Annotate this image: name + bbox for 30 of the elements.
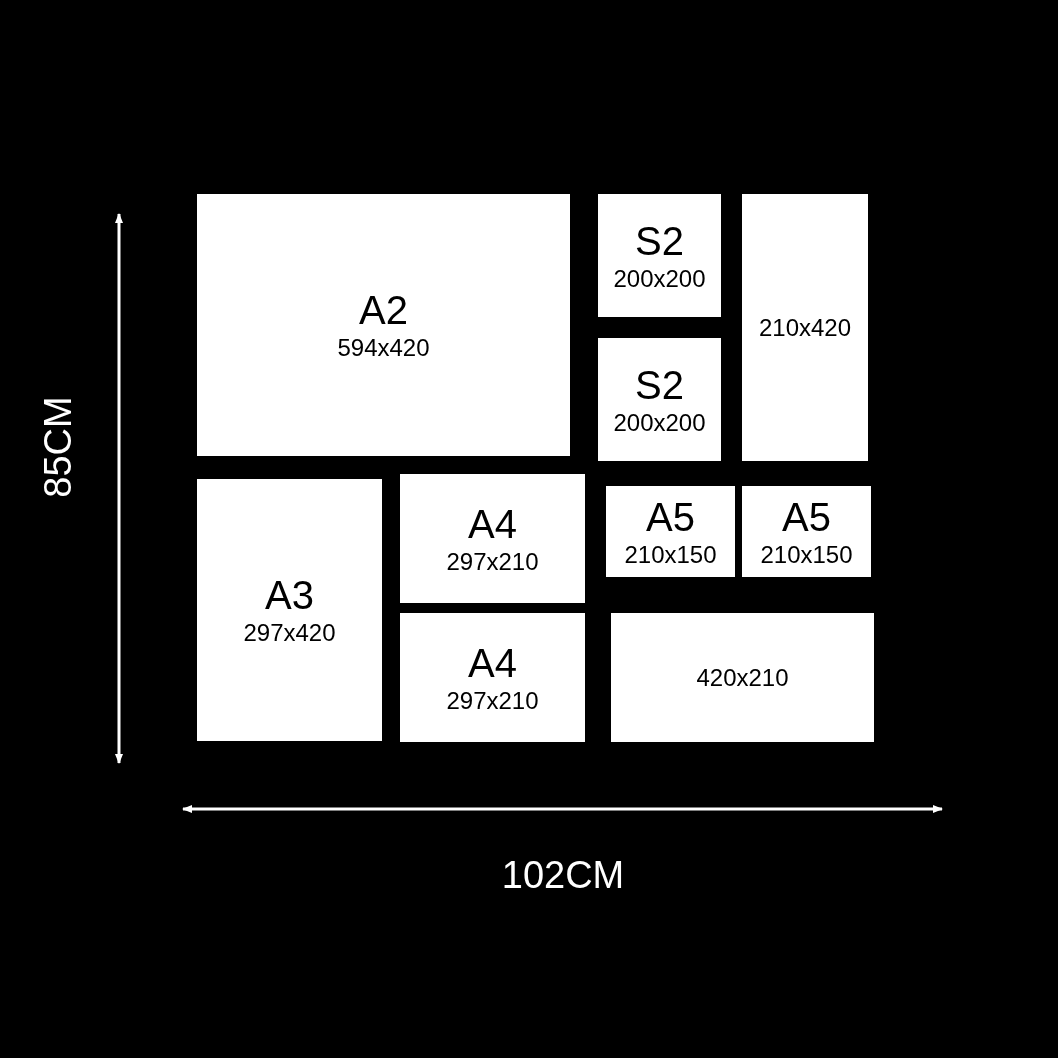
paper-size-panel [611, 613, 874, 742]
size-name: S2 [635, 361, 684, 408]
size-dimensions: 297x210 [446, 546, 539, 577]
size-name: A3 [265, 572, 314, 618]
size-dimensions: 210x150 [624, 539, 717, 570]
size-dimensions: 200x200 [613, 407, 706, 438]
size-dimensions: 210x420 [758, 312, 852, 343]
size-dimensions: 297x210 [446, 685, 539, 716]
size-name: A5 [782, 493, 831, 540]
size-name: A5 [646, 493, 695, 540]
size-name: A4 [468, 639, 517, 686]
paper-size-panel [598, 194, 721, 317]
paper-size-panel [400, 613, 585, 742]
size-dimensions: 210x150 [760, 539, 853, 570]
size-dimensions: 420x210 [696, 662, 789, 693]
paper-size-panel [197, 194, 570, 456]
dimension-label: 102CM [501, 854, 625, 896]
paper-size-panel [598, 338, 721, 461]
paper-size-panel [742, 486, 871, 577]
size-name: A2 [359, 287, 408, 333]
paper-size-panel [197, 479, 382, 741]
size-dimensions: 594x420 [337, 333, 430, 363]
paper-size-panel [400, 474, 585, 603]
paper-size-panel [742, 194, 868, 461]
paper-size-panel [606, 486, 735, 577]
size-dimensions: 297x420 [243, 618, 336, 648]
size-dimensions: 200x200 [613, 263, 706, 294]
size-name: A4 [468, 500, 517, 547]
size-name: S2 [635, 217, 684, 264]
dimension-label: 85CM [37, 396, 79, 498]
